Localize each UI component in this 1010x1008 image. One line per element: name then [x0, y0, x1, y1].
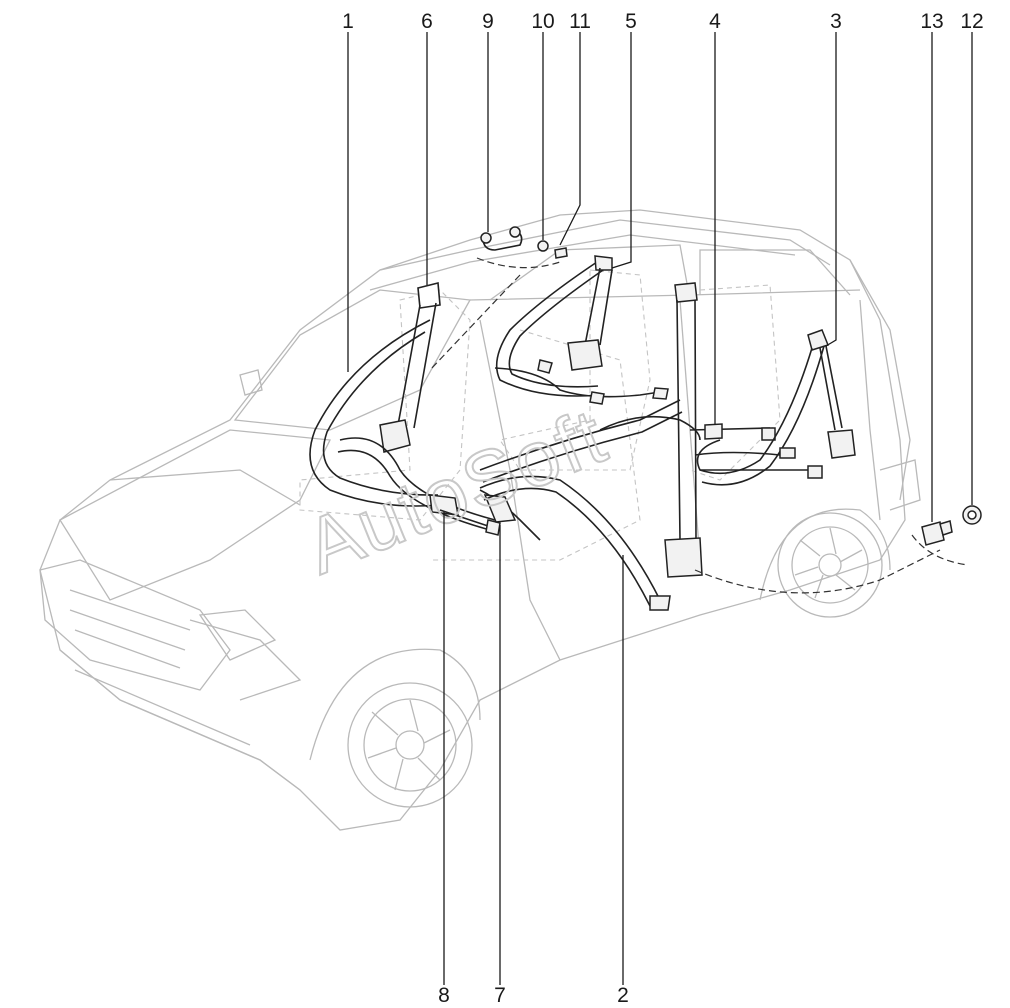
belt-rear-right	[696, 347, 813, 475]
retractor-front-left	[417, 281, 441, 309]
retractor-rear-center	[674, 282, 698, 303]
callout-labels: 1 6 9 10 11 5 4 3 13 12 8 7 2	[342, 10, 984, 1007]
callout-4: 4	[709, 10, 721, 33]
callout-6: 6	[421, 10, 433, 33]
anchor-rear-right	[807, 329, 829, 351]
dashed-pointers	[429, 257, 969, 594]
callout-12: 12	[960, 10, 983, 33]
belt-front-left	[309, 319, 441, 507]
belt-front-right	[495, 259, 601, 397]
callout-8: 8	[438, 984, 450, 1007]
callout-7: 7	[494, 984, 506, 1007]
belt-rear-center	[479, 475, 661, 601]
callout-2: 2	[617, 984, 629, 1007]
callout-9: 9	[482, 10, 494, 33]
seat-belts	[309, 226, 982, 611]
callout-10: 10	[531, 10, 554, 33]
washer-10	[537, 240, 549, 252]
bolt-13	[921, 521, 945, 546]
callout-13: 13	[920, 10, 943, 33]
bolt-11	[554, 247, 568, 259]
callout-11: 11	[569, 10, 591, 33]
callout-5: 5	[625, 10, 637, 33]
callout-3: 3	[830, 10, 842, 33]
retractor-front-right	[567, 339, 603, 371]
watermark: AutoSoft	[293, 391, 618, 591]
callout-1: 1	[342, 10, 354, 33]
leader-lines	[347, 32, 973, 985]
buckle-front-left	[429, 494, 459, 516]
buckle-front-right	[483, 494, 517, 523]
